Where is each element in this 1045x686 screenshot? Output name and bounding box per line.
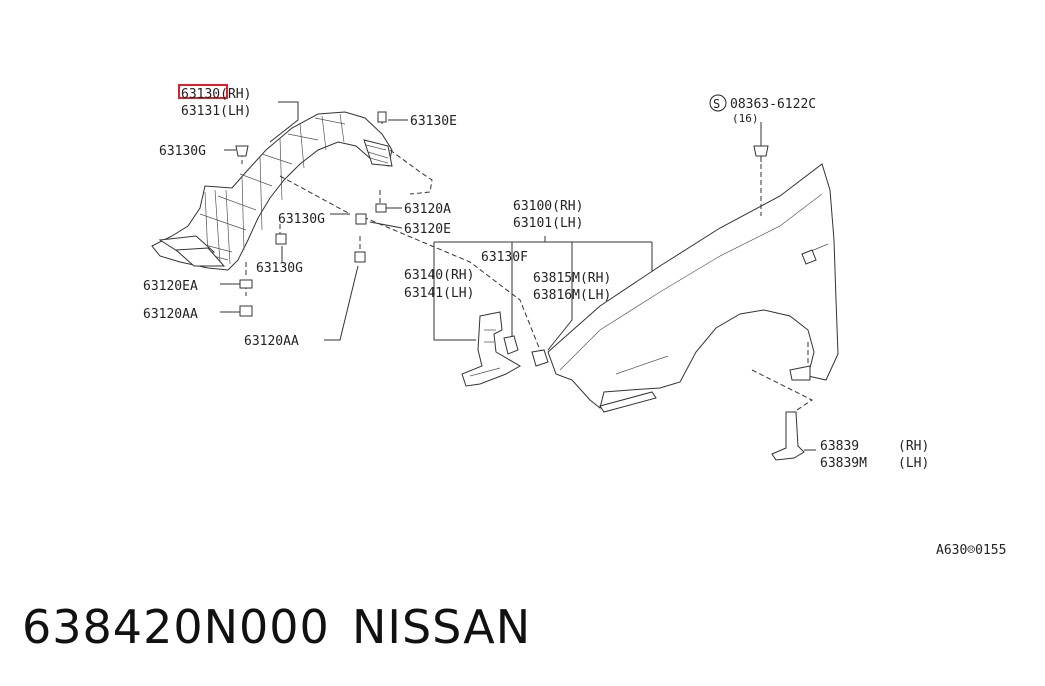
label-63130g-low: 63130G bbox=[256, 261, 303, 276]
label-08363-6122c: 08363-6122C bbox=[730, 97, 816, 112]
label-63101-lh: 63101(LH) bbox=[513, 216, 583, 231]
protector-fasteners bbox=[235, 111, 387, 317]
label-63120ea: 63120EA bbox=[143, 279, 198, 294]
label-63141-lh: 63141(LH) bbox=[404, 286, 474, 301]
label-63120aa-bottom: 63120AA bbox=[244, 334, 299, 349]
label-63839: 63839 bbox=[820, 439, 859, 454]
label-63130-rh: 63130(RH) bbox=[181, 87, 251, 102]
label-63131-lh: 63131(LH) bbox=[181, 104, 251, 119]
label-63839-side: (RH) bbox=[898, 439, 929, 454]
fender-leaders bbox=[751, 156, 813, 413]
diagram-reference-code: A630☹0155 bbox=[936, 543, 1007, 558]
label-63839m-side: (LH) bbox=[898, 456, 929, 471]
fender-protector-drawing bbox=[151, 111, 393, 271]
label-08363-qty: (16) bbox=[732, 112, 759, 125]
label-63120a: 63120A bbox=[404, 202, 451, 217]
mudguard-bracket bbox=[771, 411, 816, 461]
label-63120e: 63120E bbox=[404, 222, 451, 237]
label-63816m-lh: 63816M(LH) bbox=[533, 288, 611, 303]
bracket-drawings bbox=[461, 311, 549, 387]
fender-screw bbox=[753, 145, 769, 162]
screw-symbol-icon bbox=[709, 94, 727, 112]
front-fender-drawing bbox=[547, 163, 839, 413]
label-63100-rh: 63100(RH) bbox=[513, 199, 583, 214]
label-63130f: 63130F bbox=[481, 250, 528, 265]
part-number: 638420N000 bbox=[22, 600, 330, 654]
label-63140-rh: 63140(RH) bbox=[404, 268, 474, 283]
callout-labels: 63130(RH) 63131(LH) 63130E 63130G 63120A… bbox=[143, 87, 929, 471]
label-63130g-top: 63130G bbox=[159, 144, 206, 159]
screw-symbol-letter: S bbox=[713, 97, 720, 111]
label-63120aa-left: 63120AA bbox=[143, 307, 198, 322]
highlight-box bbox=[178, 84, 228, 99]
brand-name: NISSAN bbox=[352, 600, 532, 654]
label-63130g-mid: 63130G bbox=[278, 212, 325, 227]
label-63130e: 63130E bbox=[410, 114, 457, 129]
label-63839m: 63839M bbox=[820, 456, 867, 471]
label-leaders bbox=[220, 101, 762, 351]
label-63815m-rh: 63815M(RH) bbox=[533, 271, 611, 286]
